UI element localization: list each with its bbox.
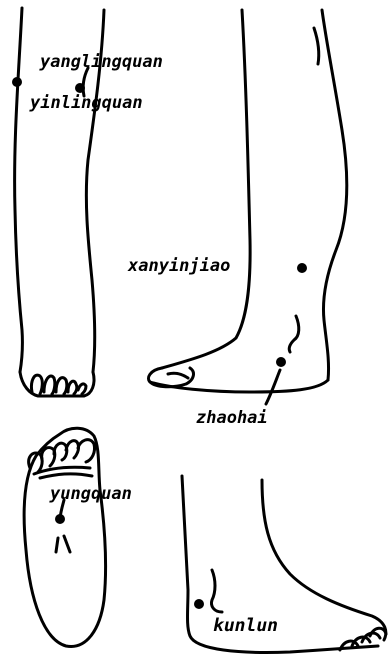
label-yungquan: yungquan: [50, 486, 132, 503]
toe-5: [78, 384, 86, 394]
sole-toe-5: [78, 440, 95, 462]
label-yanglingquan: yanglingquan: [40, 54, 163, 71]
ankle-right: [262, 480, 386, 640]
foot-sole: [24, 428, 106, 646]
point-xanyinjiao: [297, 263, 307, 273]
point-kunlun: [194, 599, 204, 609]
toe-4: [68, 381, 77, 394]
toe-crease-2: [40, 474, 92, 478]
sole-mark-a: [56, 538, 58, 552]
label-kunlun: kunlun: [213, 617, 278, 635]
label-yinlingquan: yinlingquan: [30, 95, 143, 112]
ankle-left: [182, 476, 378, 652]
point-yanglingquan: [12, 77, 22, 87]
calf-right: [322, 10, 347, 380]
shin-left: [162, 10, 250, 368]
pointer-yinlingquan: [83, 68, 88, 96]
sole-mark-b: [64, 536, 70, 552]
label-xanyinjiao: xanyinjiao: [128, 258, 230, 275]
toe-line: [168, 373, 188, 378]
point-yungquan: [55, 514, 65, 524]
lateral-ankle-contour: [211, 570, 222, 612]
toe-3: [56, 378, 67, 394]
toe-1: [31, 375, 42, 394]
leg-outline-left: [15, 8, 23, 372]
ankle-contour: [289, 316, 299, 352]
lower-leg-medial: [149, 10, 347, 404]
label-zhaohai: zhaohai: [196, 410, 268, 427]
point-yinlingquan: [75, 83, 85, 93]
calf-contour: [314, 28, 319, 64]
point-zhaohai: [276, 357, 286, 367]
pointer-zhaohai: [266, 370, 280, 404]
toe-2: [44, 376, 55, 394]
